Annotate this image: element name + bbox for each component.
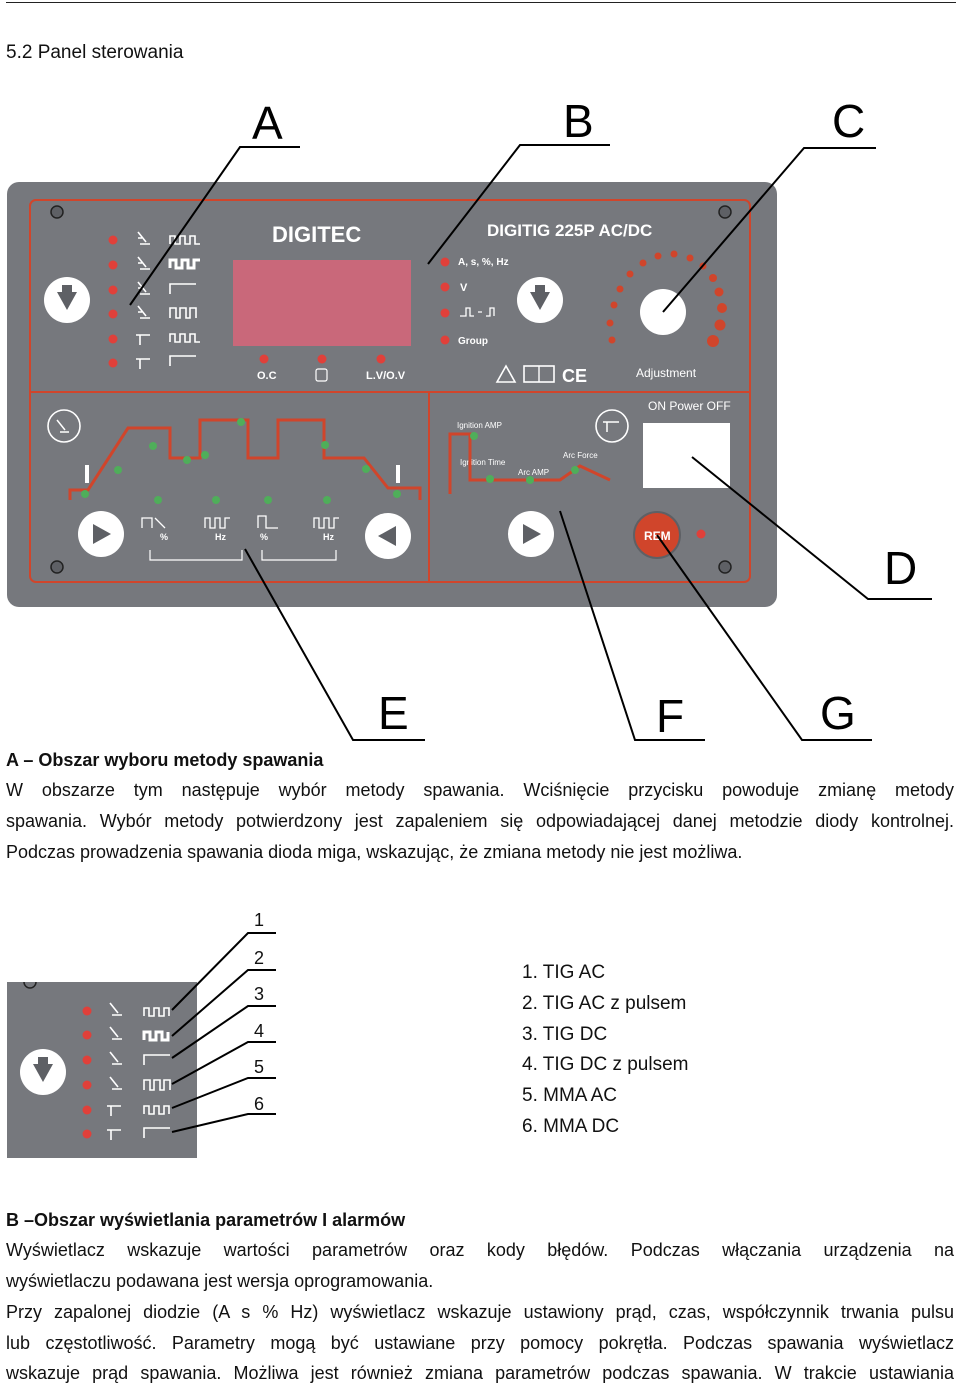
inset-number-6: 6 — [254, 1094, 265, 1114]
section-title: 5.2 Panel sterowania — [6, 42, 184, 63]
callout-a: A — [252, 97, 283, 149]
method-item: 2. TIG AC z pulsem — [522, 992, 687, 1014]
adjustment-scale — [606, 250, 727, 347]
screw-br — [718, 560, 732, 574]
section-b-line-2: wyświetlaczu podawana jest wersja oprogr… — [6, 1271, 434, 1291]
svg-text:Arc AMP: Arc AMP — [518, 468, 549, 477]
tig-cycle-graph — [68, 418, 422, 500]
section-a-line-1: W obszarze tym następuje wybór metody sp… — [6, 780, 954, 800]
screw-tl — [50, 205, 64, 219]
model-name: DIGITIG 225P AC/DC — [487, 221, 652, 240]
control-panel-figure: DIGITEC O.C L.V/O.V DIGITIG 225P AC/DC A… — [7, 144, 932, 741]
method-item: 3. TIG DC — [522, 1023, 608, 1045]
panel-body — [7, 182, 777, 607]
callout-e: E — [378, 687, 409, 739]
top-rule — [6, 2, 956, 3]
svg-text:ON Power OFF: ON Power OFF — [648, 399, 731, 413]
section-a-heading: A – Obszar wyboru metody spawania — [6, 750, 324, 770]
parameter-display — [233, 260, 411, 346]
section-b-line-4: lub częstotliwość. Parametry mogą być us… — [6, 1333, 954, 1353]
section-b-heading: B –Obszar wyświetlania parametrów I alar… — [6, 1210, 406, 1230]
svg-text:Ignition Time: Ignition Time — [460, 458, 506, 467]
callout-c: C — [832, 95, 866, 147]
mma-graph — [448, 432, 611, 494]
method-leds — [108, 235, 118, 368]
callout-d: D — [884, 542, 918, 594]
method-list: 1. TIG AC 2. TIG AC z pulsem 3. TIG DC 4… — [522, 958, 688, 1143]
section-a-line-3: Podczas prowadzenia spawania dioda miga,… — [6, 842, 743, 862]
svg-text:Ignition AMP: Ignition AMP — [457, 421, 502, 430]
inset-number-5: 5 — [254, 1057, 265, 1077]
method-item: 6. MMA DC — [522, 1115, 620, 1137]
method-item: 1. TIG AC — [522, 962, 606, 983]
svg-text:V: V — [460, 282, 468, 294]
method-inset-figure — [7, 932, 276, 1158]
section-a-line-2: spawania. Wybór metody potwierdzony jest… — [6, 811, 954, 831]
section-b-line-1: Wyświetlacz wskazuje wartości parametrów… — [6, 1240, 954, 1260]
callout-g: G — [820, 687, 856, 739]
method-item: 5. MMA AC — [522, 1085, 618, 1107]
svg-text:Hz: Hz — [215, 532, 226, 542]
svg-text:Adjustment: Adjustment — [636, 366, 697, 380]
svg-text:%: % — [260, 532, 268, 542]
method-item: 4. TIG DC z pulsem — [522, 1054, 689, 1076]
callout-f: F — [656, 690, 685, 742]
svg-text:Group: Group — [458, 336, 488, 347]
svg-text:L.V/O.V: L.V/O.V — [366, 370, 406, 382]
inset-number-2: 2 — [254, 948, 265, 968]
callout-b: B — [563, 95, 594, 147]
svg-text:A, s, %, Hz: A, s, %, Hz — [458, 257, 509, 268]
svg-text:Hz: Hz — [323, 532, 334, 542]
leader-lines — [129, 144, 932, 741]
section-b-line-5: wskazuje prąd spawania. Możliwa jest rów… — [6, 1363, 954, 1383]
inset-number-1: 1 — [254, 910, 265, 930]
svg-text:CE: CE — [562, 366, 587, 386]
screw-tr — [718, 205, 732, 219]
svg-text:Arc Force: Arc Force — [563, 451, 598, 460]
inset-number-3: 3 — [254, 984, 265, 1004]
svg-text:O.C: O.C — [257, 370, 277, 382]
brand-logo: DIGITEC — [272, 222, 361, 247]
inset-number-4: 4 — [254, 1021, 265, 1041]
section-b-line-3: Przy zapalonej diodzie (A s % Hz) wyświe… — [6, 1302, 954, 1322]
svg-text:%: % — [160, 532, 168, 542]
screw-bl — [50, 560, 64, 574]
